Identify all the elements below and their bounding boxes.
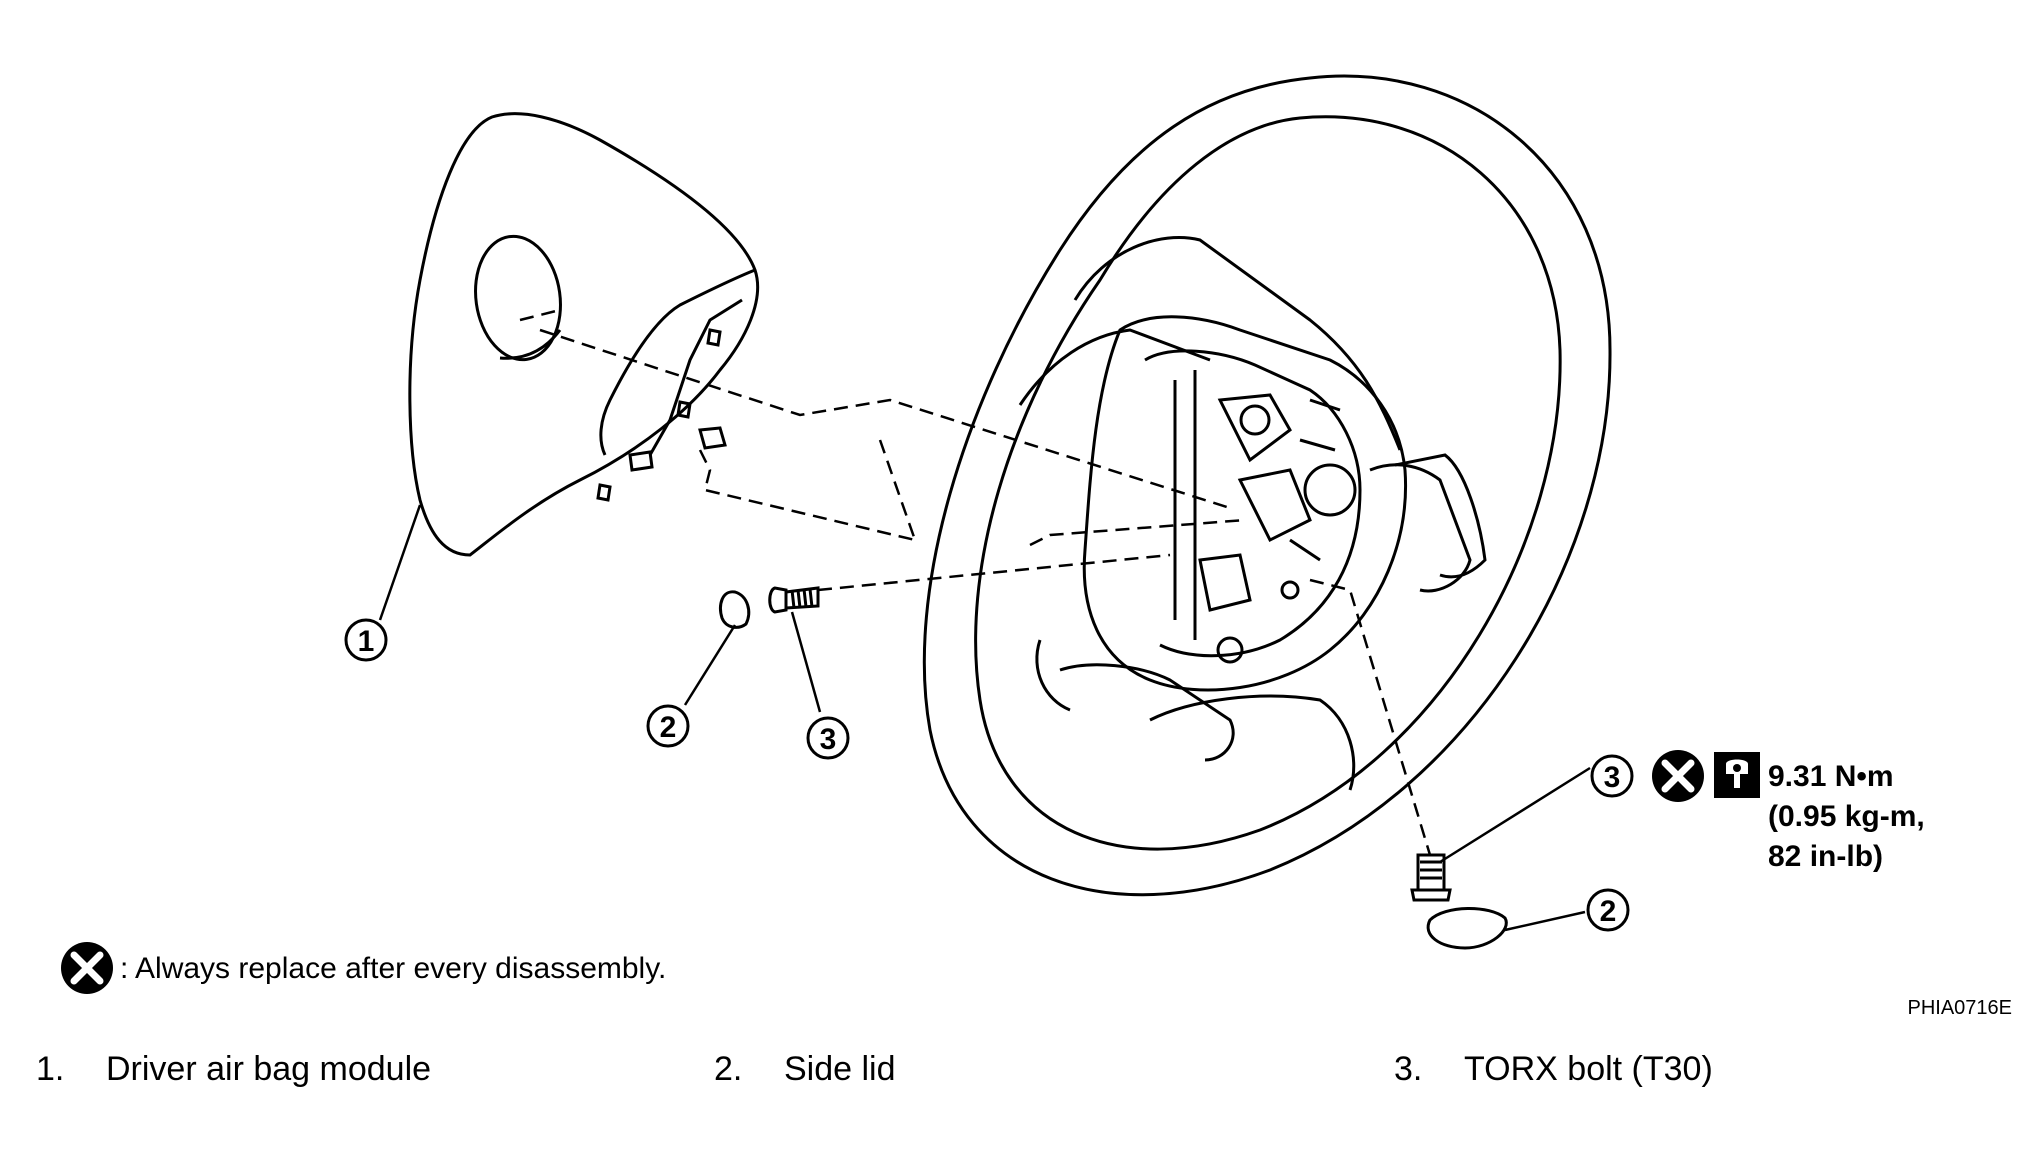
part-item-3: 3. TORX bolt (T30) bbox=[1394, 1050, 1713, 1089]
svg-text:2: 2 bbox=[1600, 895, 1617, 928]
callout-3-right: 3 bbox=[1590, 754, 1634, 798]
callout-1: 1 bbox=[344, 618, 388, 662]
torque-line-2: (0.95 kg-m, bbox=[1768, 800, 1925, 833]
callout-2-right: 2 bbox=[1586, 888, 1630, 932]
leader-lines bbox=[378, 504, 1591, 932]
torque-line-1: 9.31 N•m bbox=[1768, 760, 1894, 793]
legend: : Always replace after every disassembly… bbox=[61, 942, 666, 994]
replace-x-icon bbox=[1652, 750, 1704, 802]
torx-bolt-right bbox=[1410, 853, 1452, 902]
assembly-lines bbox=[519, 308, 1432, 856]
part-label: Side lid bbox=[784, 1050, 896, 1088]
part-number: 2. bbox=[714, 1050, 743, 1088]
callout-2-left: 2 bbox=[646, 704, 690, 748]
torque-line-3: 82 in-lb) bbox=[1768, 840, 1883, 873]
part-label: Driver air bag module bbox=[106, 1050, 432, 1088]
side-lid-left bbox=[719, 590, 751, 629]
svg-text:1: 1 bbox=[358, 625, 375, 658]
svg-text:2: 2 bbox=[660, 711, 677, 744]
steering-wheel bbox=[922, 74, 1612, 897]
torque-spec: 9.31 N•m (0.95 kg-m, 82 in-lb) bbox=[1768, 760, 1925, 873]
part-label: TORX bolt (T30) bbox=[1464, 1050, 1713, 1088]
air-bag-module bbox=[408, 112, 760, 557]
part-number: 1. bbox=[36, 1050, 65, 1088]
part-item-1: 1. Driver air bag module bbox=[36, 1050, 431, 1089]
torque-wrench-icon bbox=[1714, 752, 1760, 798]
callout-3-left: 3 bbox=[806, 716, 850, 760]
legend-text: : Always replace after every disassembly… bbox=[120, 952, 666, 985]
torx-bolt-left bbox=[768, 586, 820, 614]
side-lid-right bbox=[1426, 907, 1508, 950]
svg-text:3: 3 bbox=[1604, 761, 1621, 794]
part-item-2: 2. Side lid bbox=[714, 1050, 896, 1089]
svg-text:3: 3 bbox=[820, 723, 837, 756]
replace-x-icon bbox=[61, 942, 113, 994]
figure-id: PHIA0716E bbox=[1907, 997, 2012, 1019]
part-number: 3. bbox=[1394, 1050, 1423, 1088]
